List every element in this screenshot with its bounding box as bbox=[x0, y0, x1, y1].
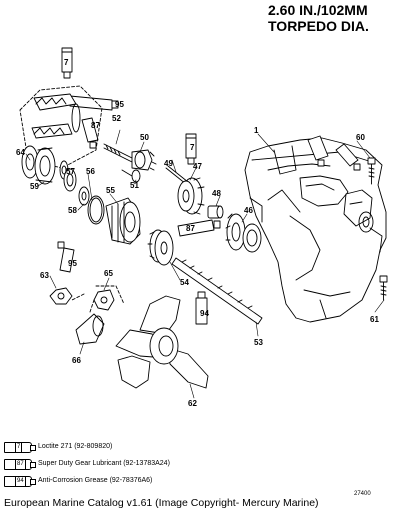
callout-87: 87 bbox=[186, 224, 195, 233]
callout-66: 66 bbox=[72, 356, 81, 365]
callout-64: 64 bbox=[16, 148, 25, 157]
drive-shaft-52 bbox=[103, 143, 133, 163]
exploded-view-drawing: 1 7 95 87 52 50 7 60 64 57 49 47 59 56 51 58 55 48 87 46 95 6… bbox=[16, 47, 388, 408]
callout-49: 49 bbox=[164, 159, 173, 168]
footer-caption: European Marine Catalog v1.61 (Image Cop… bbox=[4, 497, 319, 509]
callout-51: 51 bbox=[130, 181, 139, 190]
callout-46: 46 bbox=[244, 206, 253, 215]
pin-49 bbox=[165, 165, 189, 185]
callout-1: 1 bbox=[254, 126, 259, 135]
callout-58: 58 bbox=[68, 206, 77, 215]
title-line-2: TORPEDO DIA. bbox=[268, 18, 369, 34]
tube-87-lower bbox=[177, 219, 221, 237]
legend-label: Loctite 271 (92-809820) bbox=[38, 443, 113, 450]
callout-95: 95 bbox=[115, 100, 124, 109]
legend-row: 7 Loctite 271 (92-809820) bbox=[4, 442, 304, 459]
callout-52: 52 bbox=[112, 114, 121, 123]
tube-7-top bbox=[61, 47, 73, 79]
callout-60: 60 bbox=[356, 133, 365, 142]
bearing-58 bbox=[78, 186, 90, 206]
legend-row: 87 Super Duty Gear Lubricant (92-13783A2… bbox=[4, 459, 304, 476]
tube-87-right bbox=[307, 135, 329, 167]
bearing-carrier-55 bbox=[105, 197, 141, 245]
callout-48: 48 bbox=[212, 189, 221, 198]
ring-59 bbox=[63, 168, 77, 192]
callout-94: 94 bbox=[200, 309, 209, 318]
callout-57: 57 bbox=[66, 167, 75, 176]
tube-95-upper bbox=[69, 95, 119, 111]
legend-label: Anti-Corrosion Grease (92-78376A6) bbox=[38, 477, 153, 484]
title-line-1: 2.60 IN./102MM bbox=[268, 2, 368, 18]
callout-65: 65 bbox=[104, 269, 113, 278]
legend-code: 94 bbox=[15, 477, 26, 486]
callout-47: 47 bbox=[193, 162, 202, 171]
tube-87-upper bbox=[81, 117, 99, 149]
callout-95: 95 bbox=[68, 259, 77, 268]
legend-code: 7 bbox=[15, 443, 23, 452]
legend-code: 87 bbox=[15, 460, 26, 469]
callouts: 1 7 95 87 52 50 7 60 64 57 49 47 59 56 51 58 55 48 87 46 95 6… bbox=[16, 58, 379, 408]
callout-63: 63 bbox=[40, 271, 49, 280]
legend-label: Super Duty Gear Lubricant (92-13783A24) bbox=[38, 460, 170, 467]
callout-56: 56 bbox=[86, 167, 95, 176]
bearing-carrier-64 bbox=[21, 145, 56, 185]
callout-87: 87 bbox=[91, 121, 100, 130]
document-number: 27400 bbox=[354, 491, 371, 497]
callout-59: 59 bbox=[30, 182, 39, 191]
callout-61: 61 bbox=[370, 315, 379, 324]
tube-94-lower bbox=[195, 291, 208, 325]
tube-7-right bbox=[335, 143, 361, 171]
diagram-title: 2.60 IN./102MM TORPEDO DIA. bbox=[268, 2, 398, 34]
callout-55: 55 bbox=[106, 186, 115, 195]
tube-icon: 87 bbox=[4, 459, 36, 470]
callout-53: 53 bbox=[254, 338, 263, 347]
callout-7: 7 bbox=[190, 143, 195, 152]
tube-icon: 7 bbox=[4, 442, 36, 453]
tube-7-mid bbox=[185, 133, 197, 165]
gear-housing bbox=[244, 137, 387, 323]
propeller-62 bbox=[115, 295, 209, 389]
legend-row: 94 Anti-Corrosion Grease (92-78376A6) bbox=[4, 476, 304, 493]
tube-95-lower bbox=[57, 241, 75, 273]
legend: 7 Loctite 271 (92-809820) 87 Super Duty … bbox=[4, 442, 304, 493]
bracket-lines bbox=[71, 285, 125, 313]
leader-lines bbox=[25, 129, 385, 399]
pinion-gear-50 bbox=[131, 149, 157, 171]
reverse-gear-54 bbox=[147, 229, 174, 266]
propeller-shaft-53 bbox=[171, 257, 263, 325]
callout-62: 62 bbox=[188, 399, 197, 408]
o-ring-56 bbox=[87, 195, 105, 225]
spacer-51 bbox=[121, 169, 141, 183]
bearing-46 bbox=[225, 213, 262, 253]
bolt-61 bbox=[379, 275, 388, 301]
bushing-48 bbox=[207, 205, 224, 219]
tab-washer-65 bbox=[93, 289, 115, 311]
callout-50: 50 bbox=[140, 133, 149, 142]
callout-54: 54 bbox=[180, 278, 189, 287]
forward-gear-47 bbox=[177, 177, 205, 215]
callout-7: 7 bbox=[64, 58, 69, 67]
prop-nut-63 bbox=[49, 287, 73, 305]
tube-icon: 94 bbox=[4, 476, 36, 487]
bolt-60 bbox=[367, 157, 376, 185]
thrust-hub-66 bbox=[75, 313, 105, 345]
